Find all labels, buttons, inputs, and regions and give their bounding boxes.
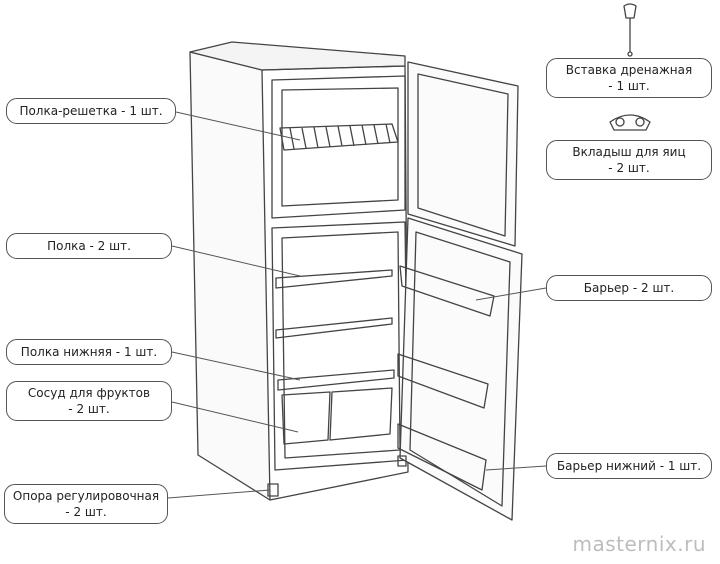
fruit-box-left <box>281 391 331 445</box>
grid-shelf <box>279 123 399 151</box>
label-foot-line1: Опора регулировочная <box>12 489 160 503</box>
label-shelf-grid-line1: Полка-решетка - 1 шт. <box>19 104 163 118</box>
label-barrier-line1: Барьер - 2 шт. <box>583 281 675 295</box>
label-fruit-box-line2: - 2 шт. <box>68 402 110 416</box>
label-shelf-bottom-line1: Полка нижняя - 1 шт. <box>20 345 158 359</box>
label-drain: Вставка дренажная - 1 шт. <box>546 58 712 98</box>
label-drain-line1: Вставка дренажная <box>565 63 693 77</box>
label-barrier-bottom: Барьер нижний - 1 шт. <box>546 453 712 479</box>
shelf-2 <box>275 317 393 339</box>
leader-foot <box>167 489 271 499</box>
leader-barrier <box>475 287 547 301</box>
fruit-box-right <box>329 387 393 441</box>
label-fruit-box-line1: Сосуд для фруктов <box>27 386 151 400</box>
leader-shelf-bottom <box>171 351 301 381</box>
leader-shelf-grid <box>175 111 301 141</box>
label-egg-tray: Вкладыш для яиц - 2 шт. <box>546 140 712 180</box>
label-shelf: Полка - 2 шт. <box>6 233 172 259</box>
label-foot-line2: - 2 шт. <box>65 505 107 519</box>
freezer-compartment <box>271 75 406 219</box>
label-egg-tray-line2: - 2 шт. <box>608 161 650 175</box>
shelf-1 <box>275 269 393 289</box>
leader-fruit-box <box>171 401 299 433</box>
label-shelf-grid: Полка-решетка - 1 шт. <box>6 98 176 124</box>
door-barrier-2 <box>397 353 489 409</box>
foot-right <box>397 455 407 467</box>
fridge-door <box>399 217 523 521</box>
label-fruit-box: Сосуд для фруктов - 2 шт. <box>6 381 172 421</box>
label-barrier-bottom-line1: Барьер нижний - 1 шт. <box>556 459 702 473</box>
cabinet-top <box>189 41 406 71</box>
cabinet-outline <box>189 51 271 501</box>
leader-barrier-bottom <box>485 465 547 471</box>
leader-shelf <box>171 245 301 277</box>
egg-tray-icon <box>609 114 651 131</box>
label-shelf-line1: Полка - 2 шт. <box>47 239 131 253</box>
door-barrier-bottom <box>397 423 487 491</box>
fridge-compartment <box>271 221 409 471</box>
label-egg-tray-line1: Вкладыш для яиц <box>572 145 686 159</box>
label-foot: Опора регулировочная - 2 шт. <box>4 484 168 524</box>
label-drain-line2: - 1 шт. <box>608 79 650 93</box>
watermark: masternix.ru <box>572 532 706 556</box>
drain-insert-icon <box>623 3 637 52</box>
label-barrier: Барьер - 2 шт. <box>546 275 712 301</box>
door-barrier-1 <box>399 265 495 317</box>
freezer-door <box>407 61 519 247</box>
label-shelf-bottom: Полка нижняя - 1 шт. <box>6 339 172 365</box>
shelf-bottom <box>277 369 395 391</box>
